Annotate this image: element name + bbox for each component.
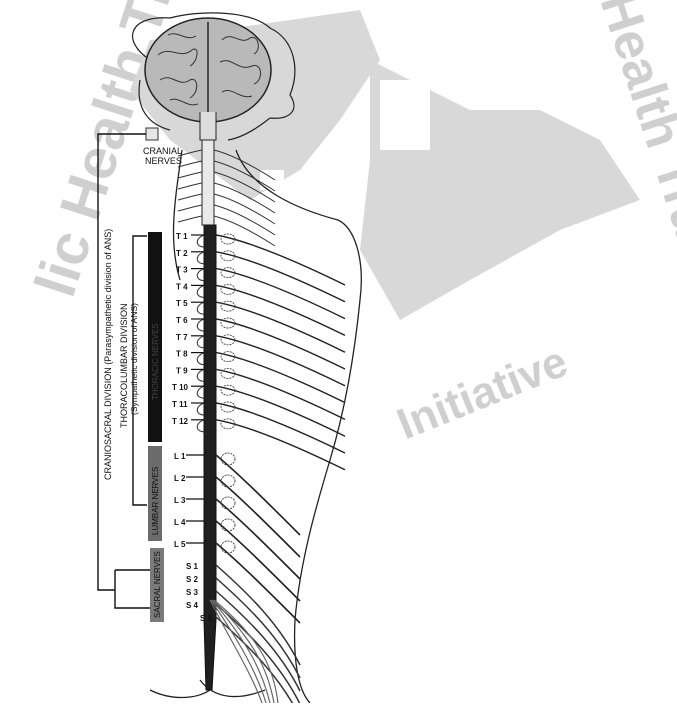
thoracic-nerves-label: THORACIC NERVES: [151, 323, 160, 400]
thoracic-nerve-left: [197, 403, 204, 415]
thoracic-nerve-right: [216, 235, 345, 285]
lumbar-ganglion: [221, 475, 235, 487]
sacral-nerves-label: SACRAL NERVES: [153, 551, 162, 618]
thoracic-segment-label: T 9: [176, 366, 188, 375]
thoracic-segment-label: T 4: [176, 282, 188, 291]
thoracic-segment-label: T 8: [176, 350, 188, 359]
thoracic-nerve-left: [197, 302, 204, 314]
sacral-nerve-right: [216, 617, 300, 703]
lumbar-ganglion: [221, 453, 235, 465]
lumbar-segment-label: L 4: [174, 518, 186, 527]
cervical-nerve-left: [178, 172, 202, 178]
thoracic-segment-label: T 5: [176, 299, 188, 308]
cervical-nerve-left: [178, 194, 202, 200]
thoracic-segment-label: T 12: [172, 417, 189, 426]
lumbar-nerve-right: [216, 499, 300, 579]
sacral-segment-label: S 3: [186, 588, 199, 597]
thoracic-segment-label: T 11: [172, 400, 188, 409]
sciatic-nerve-strand: [210, 600, 262, 703]
cervical-nerve-left: [178, 183, 202, 189]
cervical-nerve-left: [178, 216, 202, 222]
thoracic-nerve-left: [197, 252, 204, 264]
cranial-label-line1: CRANIAL: [143, 146, 182, 156]
thoracic-nerve-left: [197, 285, 204, 297]
lumbar-nerve-right: [216, 455, 300, 535]
lumbar-nerve-right: [216, 543, 300, 623]
thoracic-nerve-left: [197, 420, 204, 432]
cervical-nerve-right: [214, 205, 275, 235]
lumbar-segment-label: L 2: [174, 474, 186, 483]
thoracic-nerve-left: [197, 319, 204, 331]
sacral-segment-label: S 1: [186, 562, 199, 571]
thoracolumbar-division-sublabel: (Sympathetic division of ANS): [129, 303, 139, 415]
cervical-nerve-right: [214, 194, 275, 224]
sacral-segment-label: S 2: [186, 575, 199, 584]
thoracolumbar-division-label: THORACOLUMBAR DIVISION: [119, 303, 129, 428]
cervical-cord: [202, 140, 214, 225]
lumbar-segment-label: L 5: [174, 540, 186, 549]
cranial-nerves-box: [146, 128, 158, 140]
lumbar-nerves-label: LUMBAR NERVES: [151, 467, 160, 535]
sciatic-nerve-strand: [214, 600, 278, 703]
cervical-nerve-left: [178, 205, 202, 211]
lumbar-segment-label: L 1: [174, 452, 186, 461]
thoracic-segment-label: T 1: [176, 232, 188, 241]
thoracic-nerve-left: [197, 235, 204, 247]
thoracic-segment-label: T 2: [176, 249, 188, 258]
cervical-nerve-right: [214, 216, 275, 246]
sacral-segment-label: S 4: [186, 601, 199, 610]
thoracic-segment-label: T 3: [176, 266, 188, 275]
sacral-segment-label: S 5: [200, 614, 213, 623]
thoracic-segment-label: T 7: [176, 333, 188, 342]
lumbar-nerve-right: [216, 477, 300, 557]
thoracic-segment-label: T 6: [176, 316, 188, 325]
region-bars: THORACIC NERVES LUMBAR NERVES SACRAL NER…: [148, 232, 164, 622]
thoracic-nerve-left: [197, 369, 204, 381]
thoracic-segment-label: T 10: [172, 383, 189, 392]
thoracic-nerve-left: [197, 336, 204, 348]
thoracic-nerve-left: [197, 269, 204, 281]
craniosacral-division-label: CRANIOSACRAL DIVISION (Parasympathetic d…: [103, 229, 113, 480]
lumbar-ganglion: [221, 541, 235, 553]
lumbar-segment-label: L 3: [174, 496, 186, 505]
cranial-label-line2: NERVES: [145, 156, 182, 166]
sciatic-nerve-strand: [211, 600, 266, 703]
lumbar-ganglion: [221, 497, 235, 509]
watermark-bottom-text: Initiative: [390, 337, 574, 449]
thoracic-nerve-left: [197, 353, 204, 365]
thoracic-nerve-right: [216, 252, 345, 302]
lumbar-ganglion: [221, 519, 235, 531]
thoracic-nerve-left: [197, 386, 204, 398]
